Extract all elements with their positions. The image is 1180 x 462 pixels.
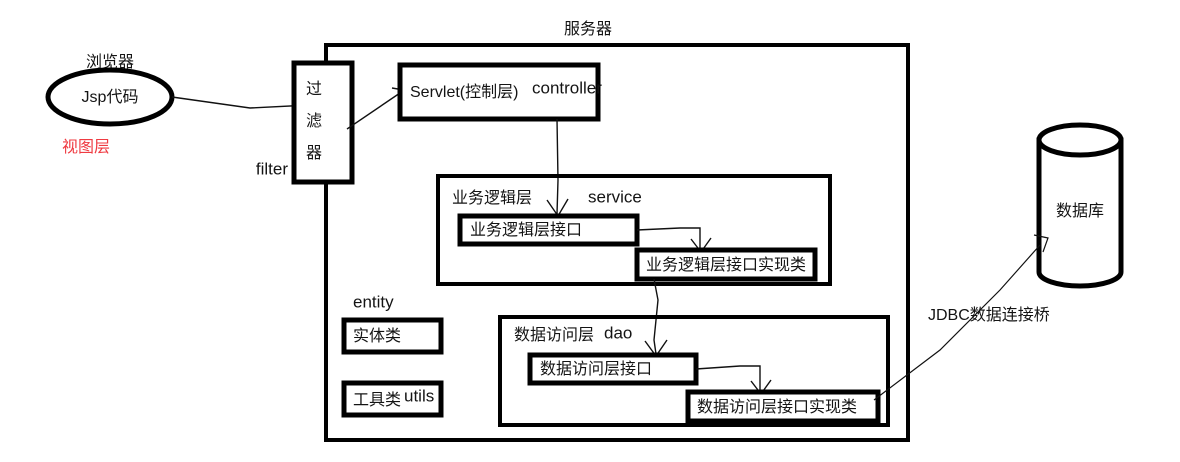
filter-label-char-1: 过: [306, 80, 322, 98]
controller-box-label: Servlet(控制层): [410, 83, 518, 101]
server-title: 服务器: [564, 20, 612, 38]
entity-box[interactable]: [341, 317, 444, 355]
controller-box[interactable]: [397, 62, 601, 122]
jsp-node-label: Jsp代码: [82, 88, 139, 106]
arrow-controller-to-service: [556, 118, 559, 215]
service-layer-label: 业务逻辑层: [452, 189, 532, 207]
line-filter-to-controller: [346, 92, 401, 130]
controller-en-label: controller: [532, 78, 602, 97]
dao-layer-box[interactable]: [498, 315, 890, 427]
dao-impl-label: 数据访问层接口实现类: [697, 398, 857, 416]
database-cylinder-body: [1036, 137, 1124, 289]
utils-box-label: 工具类: [353, 391, 401, 409]
filter-en-label: filter: [256, 159, 288, 178]
utils-box[interactable]: [341, 380, 444, 418]
dao-layer-label: 数据访问层: [514, 326, 594, 344]
database-cylinder-top[interactable]: [1036, 122, 1124, 158]
browser-label: 浏览器: [86, 53, 134, 71]
filter-label-char-2: 滤: [306, 112, 322, 130]
line-dao-iface-to-impl: [695, 365, 761, 392]
arrow-jdbc-bridge-head: [1033, 234, 1049, 253]
view-layer-label: 视图层: [62, 138, 110, 156]
utils-en-label: utils: [404, 386, 434, 405]
service-interface-label: 业务逻辑层接口: [470, 221, 582, 239]
filter-box[interactable]: [291, 60, 355, 185]
dao-impl-box[interactable]: [685, 389, 881, 424]
dao-interface-label: 数据访问层接口: [540, 360, 652, 378]
service-layer-box[interactable]: [436, 174, 832, 286]
database-label: 数据库: [1056, 202, 1104, 220]
arrow-service-to-dao: [653, 278, 659, 355]
service-impl-label: 业务逻辑层接口实现类: [646, 256, 806, 274]
entity-box-label: 实体类: [353, 327, 401, 345]
jdbc-bridge-label: JDBC数据连接桥: [928, 306, 1050, 324]
filter-label-char-3: 器: [306, 144, 322, 162]
arrow-jdbc-bridge: [873, 244, 1041, 401]
dao-en-label: dao: [604, 323, 632, 342]
entity-en-label: entity: [353, 292, 394, 311]
service-impl-box[interactable]: [634, 247, 818, 282]
line-service-iface-to-impl: [636, 227, 701, 250]
service-en-label: service: [588, 187, 642, 206]
